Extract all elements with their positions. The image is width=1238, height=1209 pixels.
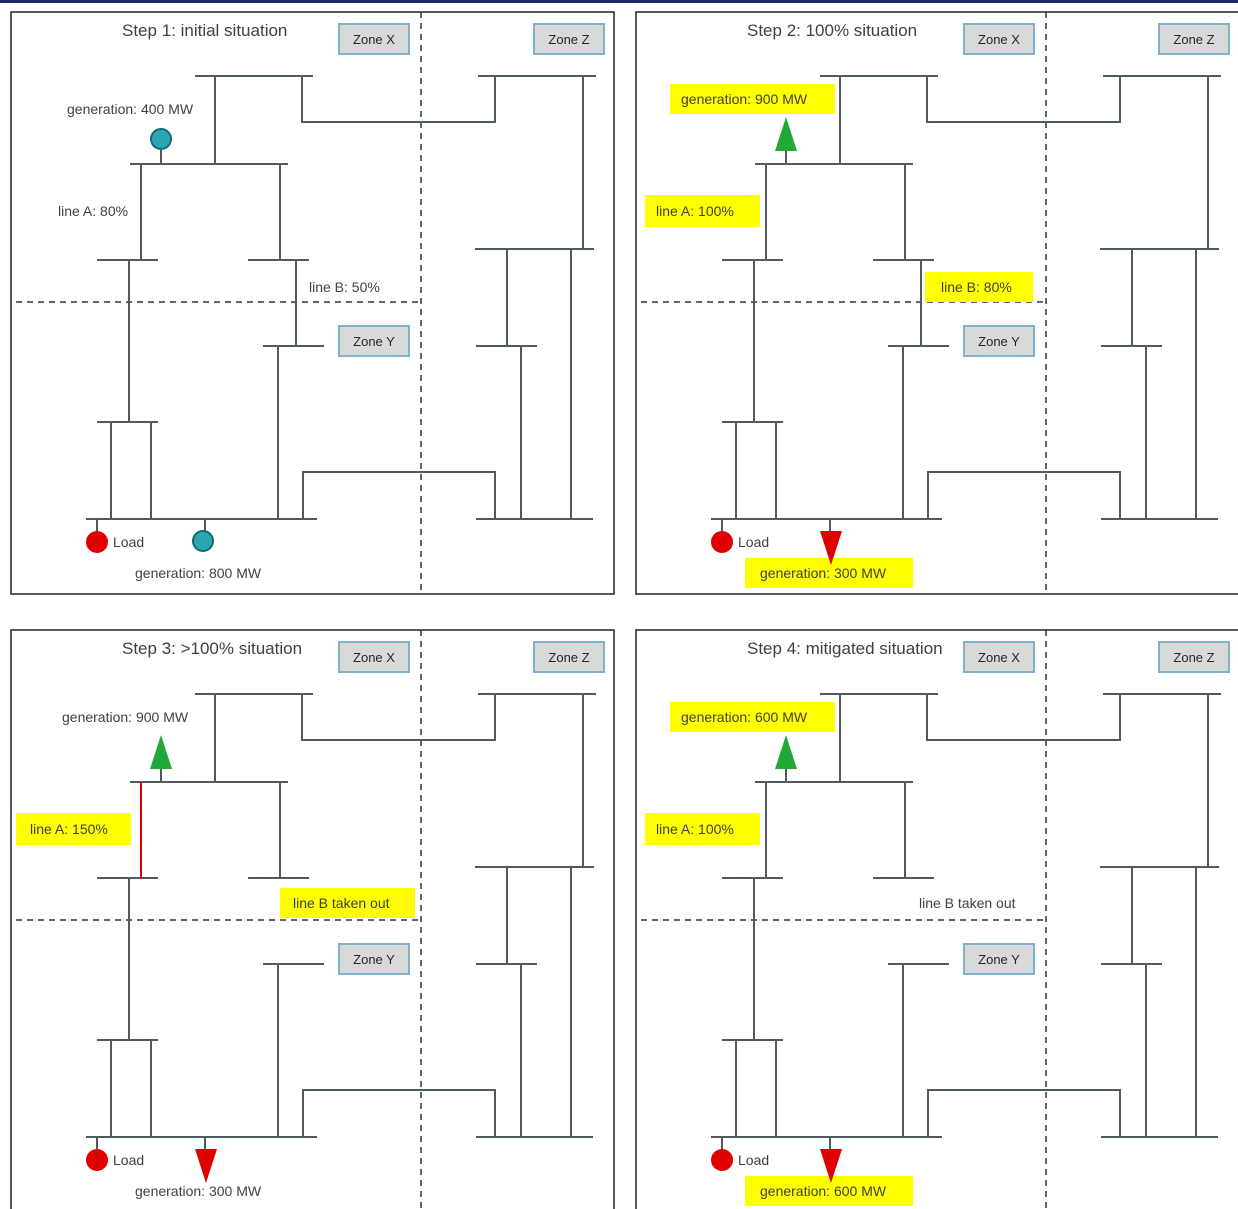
link-top-to-zone-z [926,694,1121,741]
zone-z-label: Zone Z [548,650,589,665]
zone-x-box [963,641,1035,673]
zone-x-label: Zone X [978,32,1020,47]
zone-y-label: Zone Y [978,952,1020,967]
link-top-to-zone-z [926,76,1121,123]
load-dot-icon [711,531,733,553]
zone-z-box [533,23,605,55]
top-generation-up-arrow-icon [150,735,172,769]
panel-title: Step 2: 100% situation [747,21,917,40]
zone-z-label: Zone Z [1173,650,1214,665]
bottom-generation-down-arrow-icon [195,1149,217,1183]
zone-z-box [533,641,605,673]
bottom-generation-down-arrow-icon [820,531,842,565]
panel-frame [635,11,1238,595]
zone-x-label: Zone X [353,32,395,47]
bottom-generation-label: generation: 300 MW [135,1183,262,1199]
zone-z-label: Zone Z [1173,32,1214,47]
bottom-generation-highlight [745,558,913,588]
line-a-highlight [645,813,760,845]
top-generation-label: generation: 400 MW [67,101,194,117]
panel-frame [635,629,1238,1209]
link-bottom-to-zone-z [927,471,1121,519]
bottom-generation-down-arrow-icon [820,1149,842,1183]
line-b-highlight [280,888,415,918]
load-dot-icon [711,1149,733,1171]
panel-title: Step 1: initial situation [122,21,287,40]
line-b-label: line B taken out [919,895,1016,911]
line-b-label: line B: 50% [309,279,380,295]
panel-frame [10,629,615,1209]
load-label: Load [113,1152,144,1168]
load-label: Load [738,1152,769,1168]
zone-x-label: Zone X [978,650,1020,665]
top-generation-up-arrow-icon [775,117,797,151]
zone-x-box [338,641,410,673]
link-top-to-zone-z [301,694,496,741]
bottom-generator-dot-icon [192,530,214,552]
zone-x-label: Zone X [353,650,395,665]
zone-y-box [338,325,410,357]
top-accent-bar [0,0,1238,3]
line-a-highlight [645,195,760,227]
zone-y-label: Zone Y [978,334,1020,349]
line-a-label: line A: 80% [58,203,128,219]
bottom-generation-highlight [745,1176,913,1206]
top-generation-label: generation: 600 MW [681,709,808,725]
zone-x-box [338,23,410,55]
panel-title: Step 4: mitigated situation [747,639,943,658]
zone-y-box [338,943,410,975]
line-a-label: line A: 150% [30,821,108,837]
zone-y-box [963,943,1035,975]
bottom-generation-label: generation: 600 MW [760,1183,887,1199]
link-bottom-to-zone-z [927,1089,1121,1137]
top-generation-up-arrow-icon [775,735,797,769]
bottom-generation-label: generation: 800 MW [135,565,262,581]
zone-z-box [1158,23,1230,55]
line-b-highlight [925,272,1033,302]
line-a-label: line A: 100% [656,203,734,219]
top-generator-dot-icon [150,128,172,150]
line-b-label: line B: 80% [941,279,1012,295]
load-dot-icon [86,531,108,553]
panel-title: Step 3: >100% situation [122,639,302,658]
link-top-to-zone-z [301,76,496,123]
bottom-generation-label: generation: 300 MW [760,565,887,581]
line-a-label: line A: 100% [656,821,734,837]
zone-z-label: Zone Z [548,32,589,47]
zone-y-label: Zone Y [353,952,395,967]
load-label: Load [738,534,769,550]
zone-z-box [1158,641,1230,673]
zone-x-box [963,23,1035,55]
top-generation-label: generation: 900 MW [681,91,808,107]
load-dot-icon [86,1149,108,1171]
line-b-label: line B taken out [293,895,390,911]
zone-y-label: Zone Y [353,334,395,349]
top-generation-highlight [670,702,835,732]
zone-y-box [963,325,1035,357]
top-generation-highlight [670,84,835,114]
link-bottom-to-zone-z [302,471,496,519]
load-label: Load [113,534,144,550]
panel-frame [10,11,615,595]
line-a-highlight [16,813,131,845]
link-bottom-to-zone-z [302,1089,496,1137]
top-generation-label: generation: 900 MW [62,709,189,725]
